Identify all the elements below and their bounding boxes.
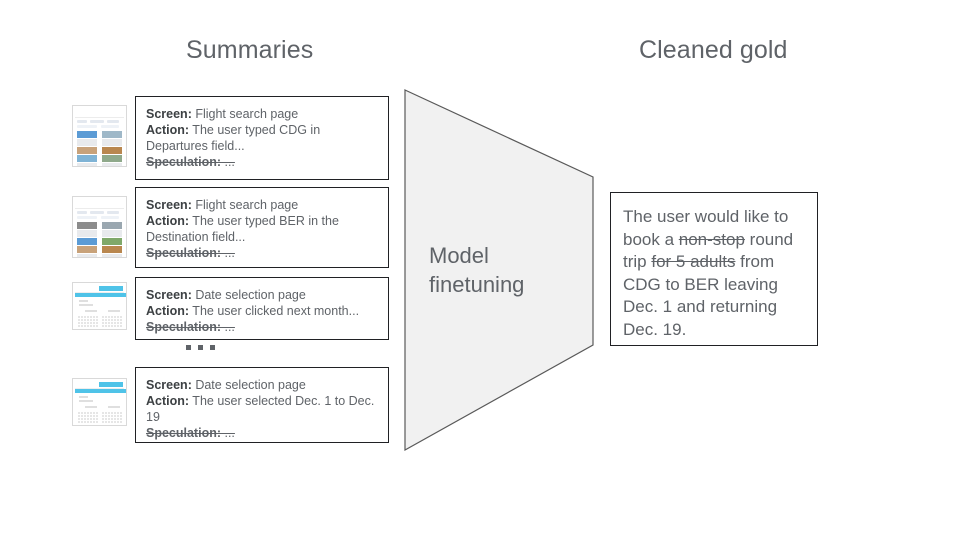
- thumbnail-chip: [77, 211, 87, 214]
- summary-screen-value: Date selection page: [191, 378, 306, 392]
- thumbnail-chip: [77, 125, 97, 128]
- gold-text-struck-adults: for 5 adults: [651, 252, 736, 271]
- thumbnail-chip: [90, 211, 104, 214]
- summary-speculation-value: ...: [221, 426, 235, 440]
- thumbnail-month-title: [108, 310, 120, 312]
- summary-screen-value: Date selection page: [191, 288, 306, 302]
- thumbnail-calendar-grid: [102, 412, 122, 423]
- cleaned-gold-card[interactable]: The user would like to book a non-stop r…: [610, 192, 818, 346]
- summary-speculation-label: Speculation:: [146, 320, 222, 334]
- summary-screen-line: Screen: Flight search page: [146, 197, 378, 213]
- column-header-cleaned-gold: Cleaned gold: [639, 36, 788, 64]
- thumbnail-flight-search-screenshot[interactable]: [72, 105, 127, 167]
- thumbnail-label: [79, 304, 93, 306]
- thumbnail-calendar-grid: [78, 316, 98, 327]
- thumbnail-label: [79, 400, 93, 402]
- thumbnail-calendar-grid: [78, 412, 98, 423]
- summary-action-label: Action:: [146, 214, 190, 228]
- gold-text-segment: The user would like to book a: [623, 207, 789, 249]
- ellipsis-dot: [210, 345, 215, 350]
- summary-speculation-line: Speculation: ...: [146, 154, 378, 170]
- thumbnail-date-picker-screenshot[interactable]: [72, 378, 127, 426]
- thumbnail-date-picker-screenshot[interactable]: [72, 282, 127, 330]
- thumbnail-chip: [107, 211, 119, 214]
- ellipsis-dot: [186, 345, 191, 350]
- summary-screen-value: Flight search page: [191, 198, 299, 212]
- thumbnail-label: [79, 396, 88, 398]
- summary-card[interactable]: Screen: Flight search page Action: The u…: [135, 96, 389, 180]
- thumbnail-month-title: [85, 310, 97, 312]
- funnel-svg: [404, 89, 594, 451]
- summary-action-value: The user typed CDG in Departures field..…: [146, 123, 321, 153]
- summary-speculation-line: Speculation: ...: [146, 425, 378, 441]
- summary-action-value: The user clicked next month...: [189, 304, 360, 318]
- model-finetuning-shape: Model finetuning: [404, 89, 594, 451]
- summary-speculation-label: Speculation:: [146, 155, 222, 169]
- summary-speculation-value: ...: [221, 155, 235, 169]
- ellipsis-dot: [198, 345, 203, 350]
- summary-action-label: Action:: [146, 304, 190, 318]
- summary-screen-label: Screen:: [146, 378, 192, 392]
- summary-action-label: Action:: [146, 394, 190, 408]
- funnel-label: Model finetuning: [429, 243, 525, 297]
- summary-screen-line: Screen: Flight search page: [146, 106, 378, 122]
- summary-action-line: Action: The user typed BER in the Destin…: [146, 213, 378, 245]
- summary-screen-label: Screen:: [146, 107, 192, 121]
- summary-card[interactable]: Screen: Date selection page Action: The …: [135, 367, 389, 443]
- gold-text-struck-nonstop: non-stop: [678, 229, 745, 249]
- thumbnail-chip: [77, 216, 97, 219]
- thumbnail-flight-search-screenshot[interactable]: [72, 196, 127, 258]
- summary-screen-line: Screen: Date selection page: [146, 377, 378, 393]
- thumbnail-topbar: [75, 199, 124, 209]
- ellipsis-indicator: [186, 345, 215, 350]
- thumbnail-accent-bar: [75, 389, 126, 393]
- thumbnail-calendar-grid: [102, 316, 122, 327]
- thumbnail-chip: [101, 125, 119, 128]
- summary-screen-value: Flight search page: [191, 107, 299, 121]
- gold-text-segment: round trip: [623, 229, 794, 272]
- summary-action-label: Action:: [146, 123, 190, 137]
- thumbnail-label: [79, 300, 88, 302]
- summary-action-line: Action: The user typed CDG in Departures…: [146, 122, 378, 154]
- thumbnail-chip: [107, 120, 119, 123]
- summary-action-line: Action: The user selected Dec. 1 to Dec.…: [146, 393, 378, 425]
- thumbnail-topbar: [75, 108, 124, 118]
- summary-action-value: The user typed BER in the Destination fi…: [146, 214, 339, 244]
- thumbnail-accent-bar: [99, 286, 123, 291]
- summary-screen-label: Screen:: [146, 198, 192, 212]
- summary-speculation-line: Speculation: ...: [146, 245, 378, 261]
- thumbnail-accent-bar: [99, 382, 123, 387]
- summary-screen-line: Screen: Date selection page: [146, 287, 378, 303]
- thumbnail-chip: [101, 216, 119, 219]
- thumbnail-month-title: [85, 406, 97, 408]
- summary-speculation-value: ...: [221, 320, 235, 334]
- thumbnail-chip: [77, 120, 87, 123]
- thumbnail-month-title: [108, 406, 120, 408]
- summary-screen-label: Screen:: [146, 288, 192, 302]
- summary-speculation-value: ...: [221, 246, 235, 260]
- thumbnail-chip: [90, 120, 104, 123]
- summary-card[interactable]: Screen: Flight search page Action: The u…: [135, 187, 389, 268]
- thumbnail-accent-bar: [75, 293, 126, 297]
- funnel-polygon: [404, 89, 594, 451]
- summary-speculation-line: Speculation: ...: [146, 319, 378, 335]
- summary-action-line: Action: The user clicked next month...: [146, 303, 378, 319]
- column-header-summaries: Summaries: [186, 36, 314, 64]
- summary-card[interactable]: Screen: Date selection page Action: The …: [135, 277, 389, 340]
- summary-speculation-label: Speculation:: [146, 246, 222, 260]
- summary-action-value: The user selected Dec. 1 to Dec. 19: [146, 394, 375, 424]
- gold-text-segment: from CDG to BER leaving Dec. 1 and retur…: [623, 252, 778, 339]
- summary-speculation-label: Speculation:: [146, 426, 222, 440]
